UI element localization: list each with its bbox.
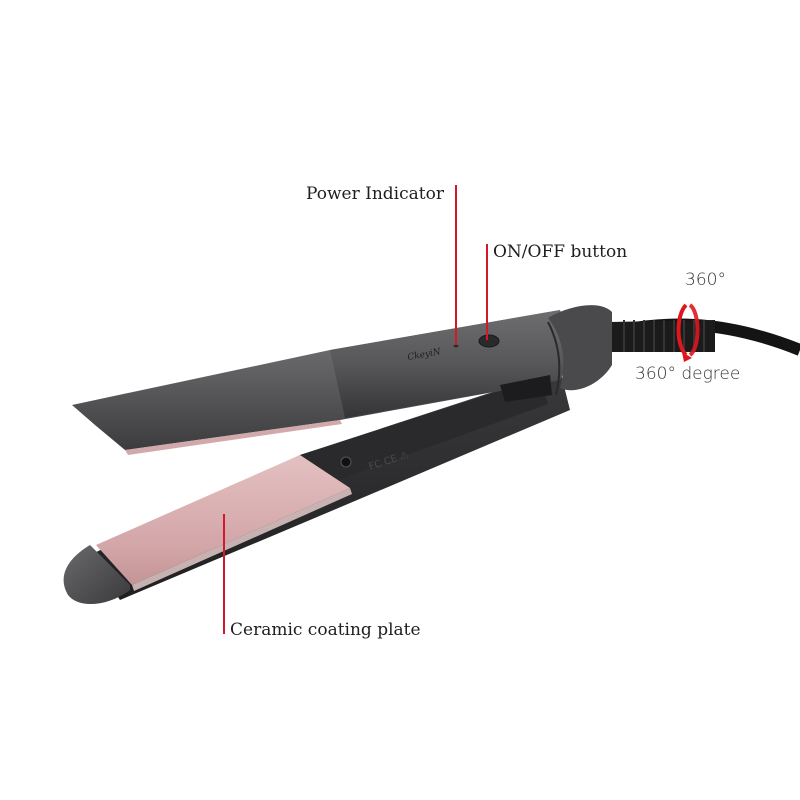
rotation-arrow-icon <box>676 303 688 357</box>
handle <box>330 310 575 418</box>
handle-end-cap <box>548 305 612 391</box>
on-off-button-label: ON/OFF button <box>493 242 628 262</box>
rotation-360-degree-label: 360° degree <box>635 364 741 384</box>
on-off-leader <box>486 244 488 340</box>
rotation-360-label: 360° <box>685 270 726 290</box>
ceramic-plate-label: Ceramic coating plate <box>230 620 421 640</box>
power-indicator-leader <box>455 185 457 345</box>
on-off-button <box>478 334 500 348</box>
ceramic-plate-leader <box>223 514 225 634</box>
lower-tip <box>63 545 130 605</box>
power-indicator-label: Power Indicator <box>306 184 444 204</box>
power-indicator-led <box>453 344 459 348</box>
